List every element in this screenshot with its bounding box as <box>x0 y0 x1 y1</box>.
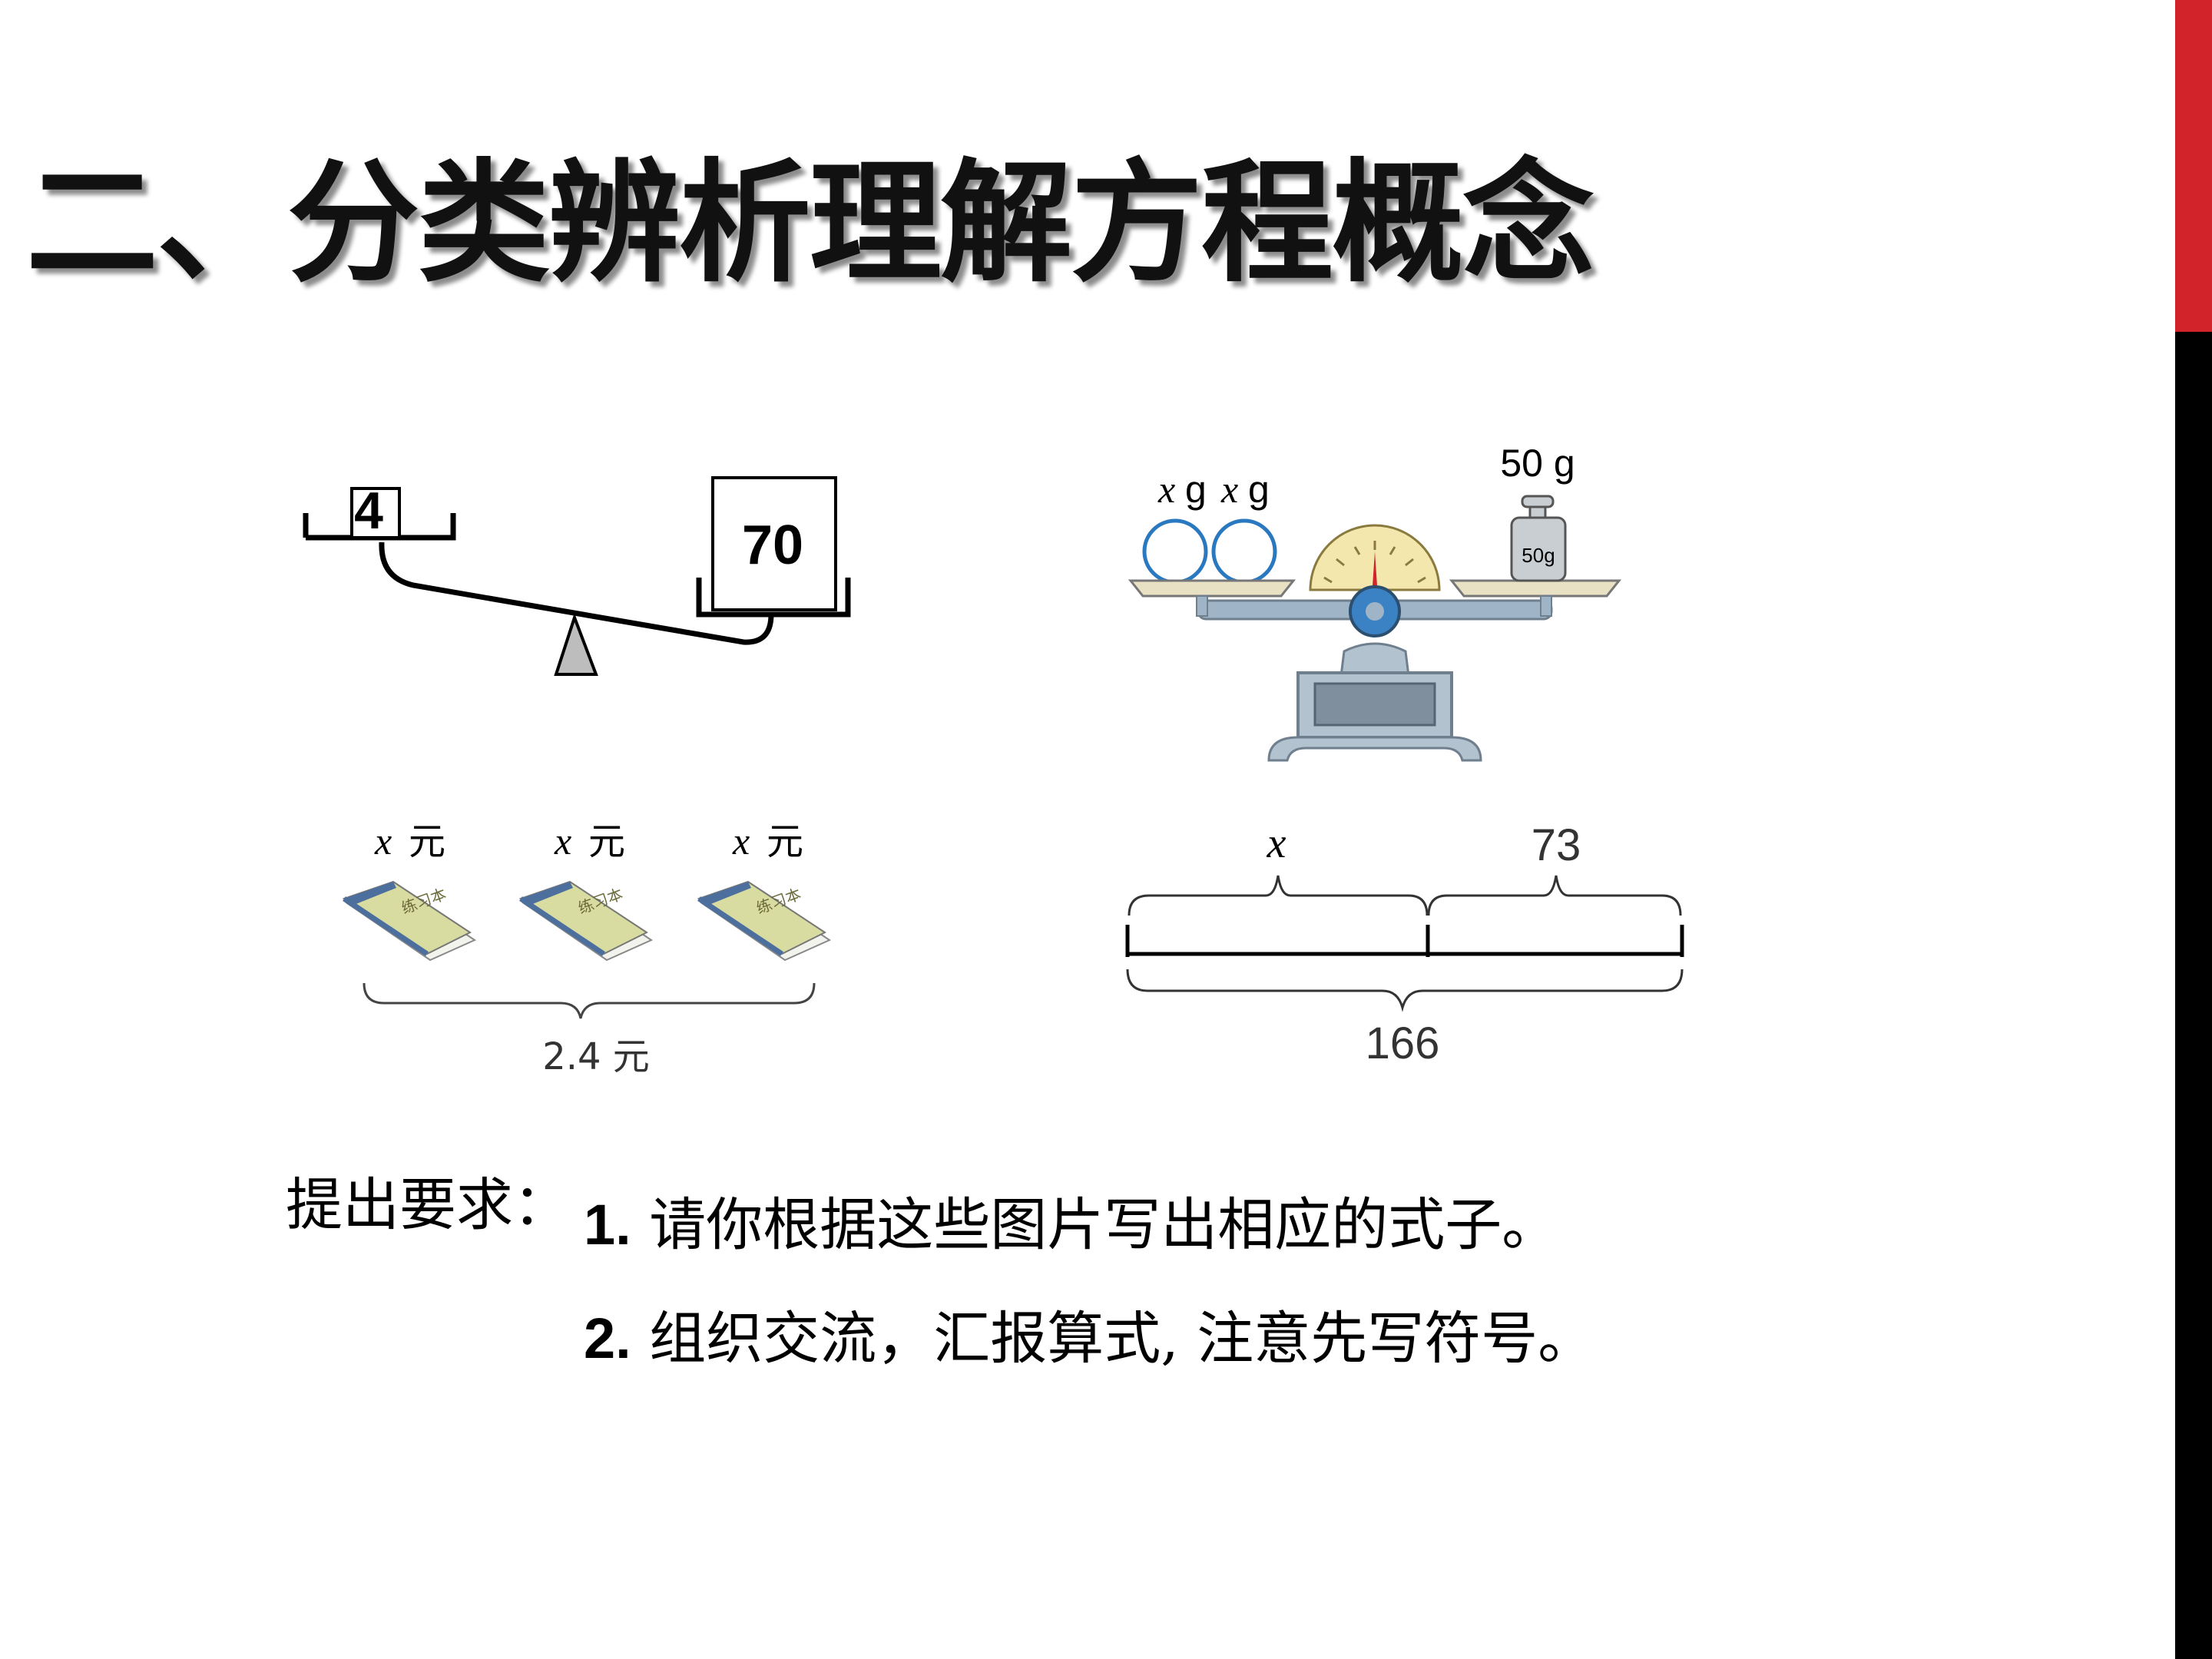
balance-scale-figure: x g x g 50 g 50g <box>1128 442 1622 762</box>
weight-neck <box>1528 505 1547 519</box>
right-pan-support <box>1540 595 1552 617</box>
notebook-price-var: x <box>374 820 392 863</box>
seesaw-right-box <box>711 476 837 611</box>
weight-mark: 50g <box>1522 544 1555 567</box>
ball-right <box>1211 518 1277 584</box>
notebook-price-unit: 元 <box>409 820 445 863</box>
requirement-number: 2. <box>584 1306 631 1370</box>
right-edge-bar <box>2175 0 2212 1659</box>
left-pan-support <box>1196 595 1208 617</box>
left-pan-label: x <box>1157 468 1175 511</box>
segment-right-label: 73 <box>1532 820 1581 870</box>
requirement-text: 请你根据这些图片写出相应的式子。 <box>631 1192 1559 1258</box>
scale-neck <box>1339 642 1410 677</box>
left-pan <box>1128 579 1296 598</box>
seesaw-right-value: 70 <box>742 515 803 576</box>
scale-base <box>1267 736 1482 762</box>
ball-left <box>1142 518 1208 584</box>
seesaw-beam <box>379 541 774 645</box>
segment-total-label: 166 <box>1366 1018 1440 1068</box>
right-pan <box>1449 579 1622 598</box>
notebook-label: x 元 <box>554 820 625 863</box>
requirement-item: 2. 组织交流，汇报算式, 注意先写符号。 <box>584 1310 1594 1368</box>
left-pan-unit: g <box>1248 468 1270 511</box>
segment-left-label: x <box>1267 820 1286 867</box>
notebook-1: 练习本 <box>342 880 477 962</box>
left-pan-unit: g <box>1185 468 1207 511</box>
notebook-label: x 元 <box>374 820 445 863</box>
notebooks-brace <box>363 982 816 1019</box>
requirements-label: 提出要求： <box>286 1172 570 1238</box>
seesaw-left-value: 4 <box>354 482 383 540</box>
seesaw-figure: 4 70 <box>303 476 851 676</box>
notebook-price-var: x <box>732 820 750 863</box>
requirement-number: 1. <box>584 1193 631 1257</box>
weight-label: 50 g <box>1500 442 1575 485</box>
notebook-price-unit: 元 <box>767 820 803 863</box>
notebook-2: 练习本 <box>518 880 654 962</box>
notebooks-total: 2.4 元 <box>542 1035 650 1078</box>
weight-body <box>1510 516 1567 582</box>
scale-window <box>1313 682 1436 727</box>
left-pan-label: x <box>1220 468 1238 511</box>
seesaw-right-tray <box>696 578 851 618</box>
slide-title: 二、分类辨析理解方程概念 <box>26 146 1594 300</box>
requirement-item: 1. 请你根据这些图片写出相应的式子。 <box>584 1197 1558 1254</box>
weight-knob <box>1521 495 1555 508</box>
requirement-text: 组织交流，汇报算式, 注意先写符号。 <box>631 1306 1595 1372</box>
notebook-price-unit: 元 <box>588 820 625 863</box>
notebook-price-var: x <box>554 820 571 863</box>
seesaw-left-box <box>350 487 401 539</box>
right-edge-accent <box>2175 0 2212 332</box>
notebooks-figure: x 元 x 元 x 元 练习本 练习本 练习本 2.4 元 <box>342 820 832 1078</box>
notebook-3: 练习本 <box>697 880 832 962</box>
segment-right-brace <box>1427 875 1682 916</box>
segment-left-brace <box>1128 875 1429 916</box>
scale-dial-ticks <box>1323 541 1426 584</box>
notebook-label: x 元 <box>732 820 803 863</box>
scale-pivot-center <box>1366 602 1384 621</box>
segment-total-brace <box>1126 969 1684 1012</box>
seesaw-fulcrum <box>554 612 598 676</box>
segment-diagram: x 73 166 <box>1125 820 1684 1068</box>
